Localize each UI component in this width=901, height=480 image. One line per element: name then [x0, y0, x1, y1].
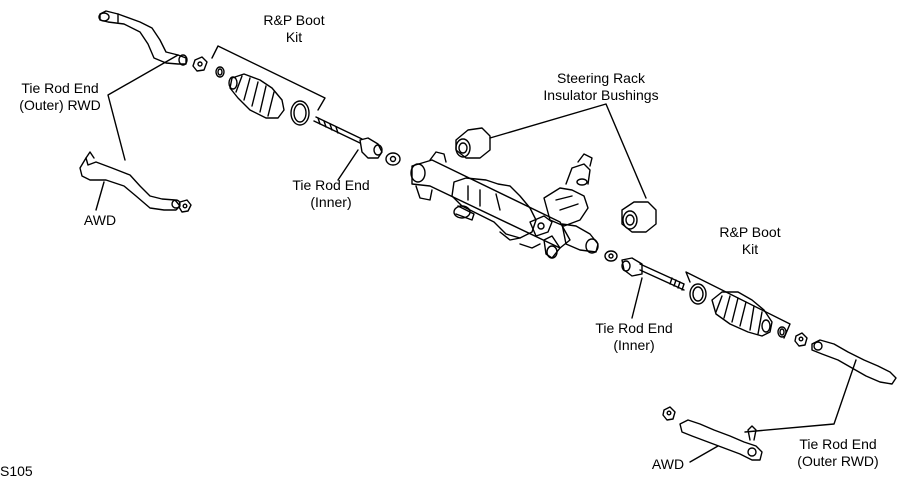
leader-awd-left	[95, 181, 105, 211]
label-tie-rod-outer-rwd-right-line2: (Outer RWD)	[797, 453, 879, 469]
label-insulator-bushings-line1: Steering Rack	[557, 70, 645, 86]
outer-tie-rod-end-rwd-right	[811, 339, 897, 385]
insulator-bushing-2	[621, 201, 657, 233]
label-boot-kit-right-line1: R&P Boot	[719, 224, 781, 240]
outer-tie-rod-end-awd-right	[679, 419, 763, 461]
inner-tie-rod-right	[621, 257, 685, 291]
boot-clamp-right	[689, 283, 707, 305]
label-tie-rod-outer-rwd-right: Tie Rod End (Outer RWD)	[786, 436, 890, 470]
label-boot-kit-left: R&P Boot Kit	[246, 12, 342, 46]
label-awd-right: AWD	[648, 456, 688, 473]
leader-insulator-bushings	[489, 103, 647, 199]
label-tie-rod-inner-left: Tie Rod End (Inner)	[281, 177, 381, 211]
label-tie-rod-inner-left-line1: Tie Rod End	[292, 177, 370, 193]
bracket-boot-kit-left	[211, 45, 326, 111]
cotter-left-outer-rwd	[215, 66, 225, 78]
label-awd-right-text: AWD	[651, 456, 685, 472]
rack-nut-right	[604, 250, 618, 262]
label-awd-left: AWD	[80, 212, 120, 229]
nut-right-outer-rwd	[794, 332, 808, 347]
rack-boot-right	[711, 291, 773, 337]
leader-inner-tie-rod-left	[337, 149, 359, 181]
inner-tie-rod-left	[313, 116, 383, 159]
label-tie-rod-outer-rwd-left-line2: (Outer) RWD	[19, 97, 101, 113]
nut-left-outer-rwd	[192, 56, 208, 72]
label-tie-rod-outer-rwd-left: Tie Rod End (Outer) RWD	[10, 80, 110, 114]
label-tie-rod-outer-rwd-left-line1: Tie Rod End	[21, 80, 99, 96]
label-insulator-bushings-line2: Insulator Bushings	[543, 87, 659, 103]
leader-right-outer-tie-rod	[744, 359, 857, 433]
rack-nut-left	[385, 152, 401, 166]
figure-code-text: S105	[0, 463, 33, 479]
label-awd-left-text: AWD	[83, 212, 117, 228]
bracket-boot-kit-right	[685, 271, 791, 339]
leader-left-outer-tie-rod	[107, 54, 179, 161]
label-boot-kit-right-line2: Kit	[741, 241, 759, 257]
outer-tie-rod-end-awd-left	[79, 151, 181, 211]
label-boot-kit-right: R&P Boot Kit	[702, 224, 798, 258]
figure-code: S105	[0, 463, 40, 480]
boot-clamp-left	[290, 100, 310, 126]
label-tie-rod-inner-right-line1: Tie Rod End	[595, 320, 673, 336]
rack-boot-left	[228, 73, 285, 119]
nut-right-outer-awd	[662, 406, 676, 421]
leader-inner-tie-rod-right	[631, 277, 643, 319]
leader-awd-right	[689, 445, 719, 463]
steering-rack-assembly	[410, 151, 599, 259]
label-tie-rod-inner-left-line2: (Inner)	[310, 194, 352, 210]
nut-left-outer-awd	[178, 199, 192, 213]
label-tie-rod-outer-rwd-right-line1: Tie Rod End	[799, 436, 877, 452]
label-boot-kit-left-line1: R&P Boot	[263, 12, 325, 28]
outer-tie-rod-end-rwd-left	[98, 10, 188, 66]
insulator-bushing-1	[455, 127, 491, 159]
label-tie-rod-inner-right: Tie Rod End (Inner)	[584, 320, 684, 354]
label-tie-rod-inner-right-line2: (Inner)	[613, 337, 655, 353]
label-insulator-bushings: Steering Rack Insulator Bushings	[526, 70, 676, 104]
label-boot-kit-left-line2: Kit	[285, 29, 303, 45]
